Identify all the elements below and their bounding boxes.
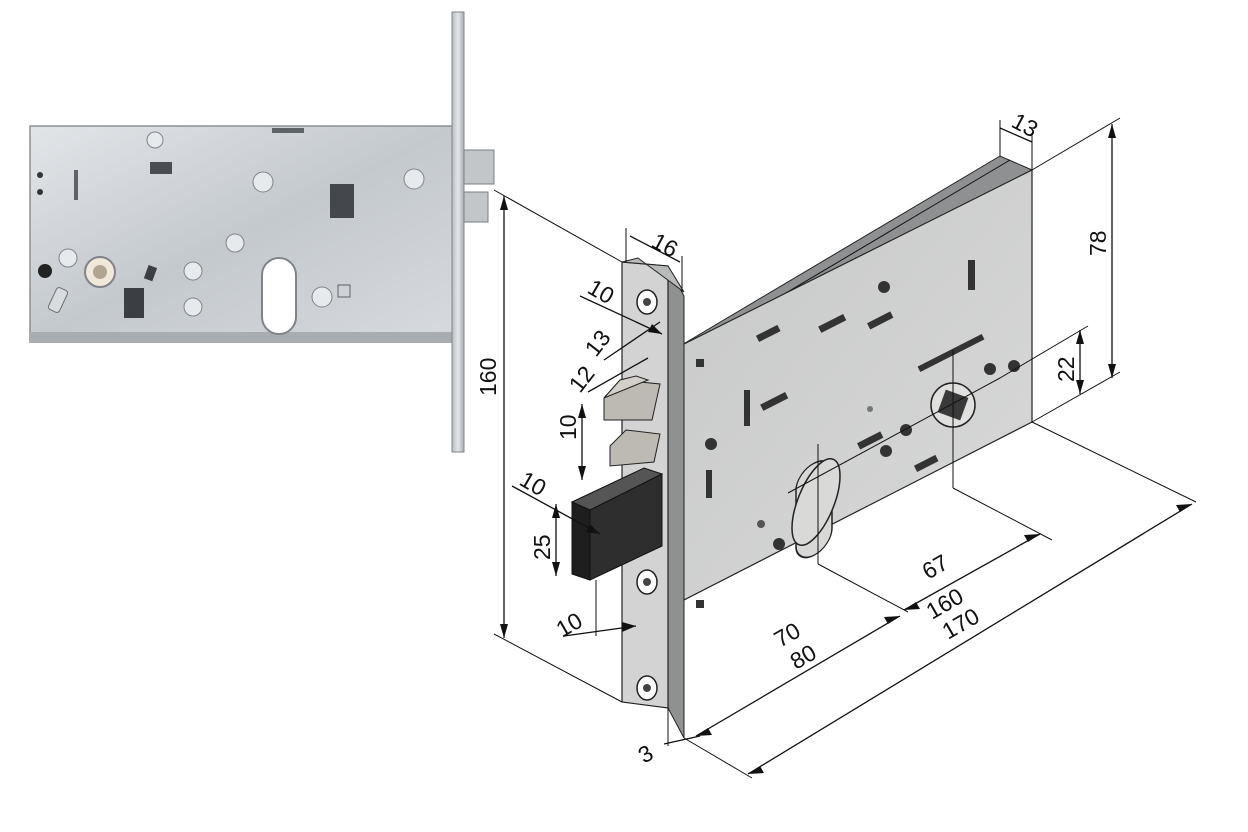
dim-overall-height: 160 bbox=[475, 358, 501, 396]
drawing-hole bbox=[878, 281, 890, 293]
photo-screw bbox=[225, 233, 245, 253]
photo-screw bbox=[183, 297, 203, 317]
photo-slot-small bbox=[150, 162, 172, 174]
drawing-hole bbox=[773, 538, 785, 550]
photo-faceplate bbox=[451, 11, 465, 453]
drawing-hole bbox=[900, 424, 912, 436]
photo-small-block bbox=[143, 265, 158, 282]
dim-bolt-projection: 10 bbox=[552, 607, 587, 642]
drawing-slot bbox=[760, 391, 789, 411]
photo-hole bbox=[37, 172, 43, 178]
drawing-slot bbox=[706, 470, 712, 498]
lock-drawing bbox=[570, 155, 1034, 739]
photo-latch-lower bbox=[463, 191, 489, 223]
dim-cylinder-to-handle: 67 bbox=[918, 549, 953, 584]
photo-hole bbox=[37, 189, 43, 195]
photo-case-shadow bbox=[30, 332, 454, 342]
dimension-lines bbox=[493, 117, 1197, 779]
drawing-case-face bbox=[679, 169, 1033, 603]
drawing-hole bbox=[1008, 360, 1020, 372]
photo-slot-top bbox=[272, 128, 304, 133]
drawing-faceplate-edge bbox=[667, 265, 685, 739]
photo-screw bbox=[252, 171, 274, 193]
photo-screw bbox=[403, 168, 425, 190]
drawing-faceplate-hole-inner bbox=[643, 298, 651, 306]
dim-bolt-offset: 10 bbox=[516, 466, 551, 501]
dim-faceplate-thickness: 3 bbox=[634, 739, 658, 768]
drawing-hole bbox=[757, 520, 765, 528]
drawing-cylinder-slot bbox=[791, 458, 841, 546]
drawing-slot bbox=[857, 431, 884, 450]
dim-bolt-height: 25 bbox=[529, 534, 555, 560]
drawing-slot bbox=[968, 260, 975, 290]
dim-latch-top: 10 bbox=[584, 274, 619, 309]
photo-screw bbox=[311, 286, 333, 308]
photo-spring-window bbox=[330, 184, 354, 218]
drawing-hole bbox=[705, 438, 717, 450]
dim-latch-lower: 10 bbox=[555, 414, 581, 440]
drawing-latch-lower bbox=[609, 429, 661, 467]
drawing-slot bbox=[696, 359, 704, 367]
drawing-faceplate-hole-inner bbox=[643, 684, 651, 692]
dim-case-depth: 13 bbox=[1008, 107, 1043, 142]
dim-case-height: 78 bbox=[1085, 230, 1111, 256]
drawing-bolt-side bbox=[589, 473, 663, 581]
drawing-slot bbox=[913, 454, 939, 473]
photo-screw bbox=[58, 248, 78, 268]
photo-hole bbox=[38, 264, 52, 278]
dim-latch-gap: 12 bbox=[563, 361, 599, 397]
lock-photo bbox=[29, 11, 495, 453]
dim-faceplate-width: 16 bbox=[648, 227, 683, 262]
drawing-slot bbox=[917, 333, 985, 373]
drawing-bolt-front bbox=[571, 501, 591, 581]
photo-latch-upper bbox=[463, 149, 495, 185]
drawing-slot bbox=[755, 324, 781, 343]
drawing-hole bbox=[867, 406, 873, 412]
photo-handle-hub-hole bbox=[93, 265, 107, 279]
drawing-slot bbox=[744, 390, 750, 426]
photo-screw bbox=[146, 131, 164, 149]
photo-slot-left bbox=[74, 170, 78, 200]
drawing-slot bbox=[867, 311, 894, 330]
drawing-hole bbox=[880, 445, 892, 457]
drawing-slot bbox=[696, 600, 704, 608]
drawing-faceplate-hole-inner bbox=[643, 578, 651, 586]
drawing-slot bbox=[818, 313, 847, 333]
photo-square-mark bbox=[337, 284, 351, 298]
drawing-latch-upper-top bbox=[603, 375, 650, 399]
photo-cylinder-slot bbox=[261, 257, 297, 335]
dim-handle-offset: 22 bbox=[1053, 356, 1079, 382]
photo-square bbox=[124, 288, 144, 318]
photo-screw bbox=[183, 261, 203, 281]
photo-lock-case bbox=[29, 125, 455, 343]
photo-lever bbox=[47, 287, 69, 313]
drawing-faceplate-top bbox=[621, 257, 685, 293]
drawing-hole bbox=[984, 363, 996, 375]
